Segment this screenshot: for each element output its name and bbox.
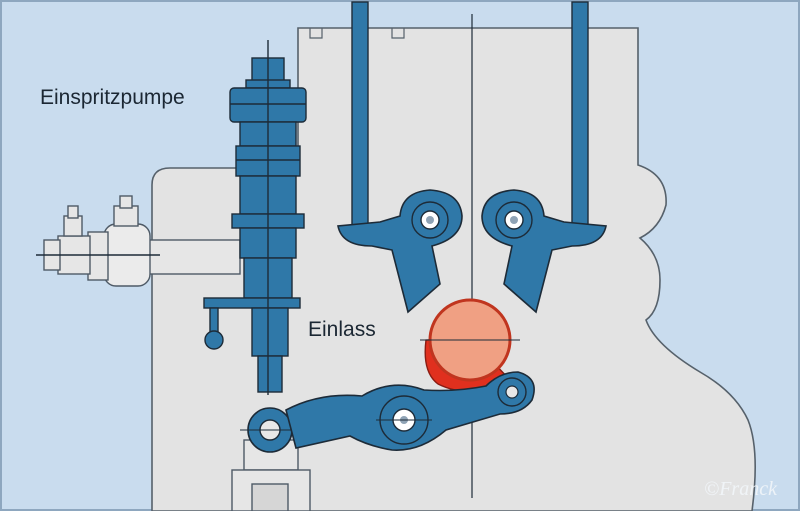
block-notch (391, 28, 405, 39)
side-fitting (36, 195, 241, 287)
injection-pump (203, 40, 307, 395)
pump-roller (240, 407, 300, 453)
label-injection-pump: Einspritzpumpe (40, 86, 185, 109)
rocker-left (337, 189, 463, 314)
rocker-right (481, 189, 607, 314)
block-notch (309, 28, 323, 39)
label-inlet: Einlass (308, 318, 376, 341)
pump-rocker-lever (285, 371, 535, 451)
engine-block (151, 27, 756, 511)
watermark: ©Franck (704, 478, 777, 500)
push-rods (351, 1, 589, 227)
